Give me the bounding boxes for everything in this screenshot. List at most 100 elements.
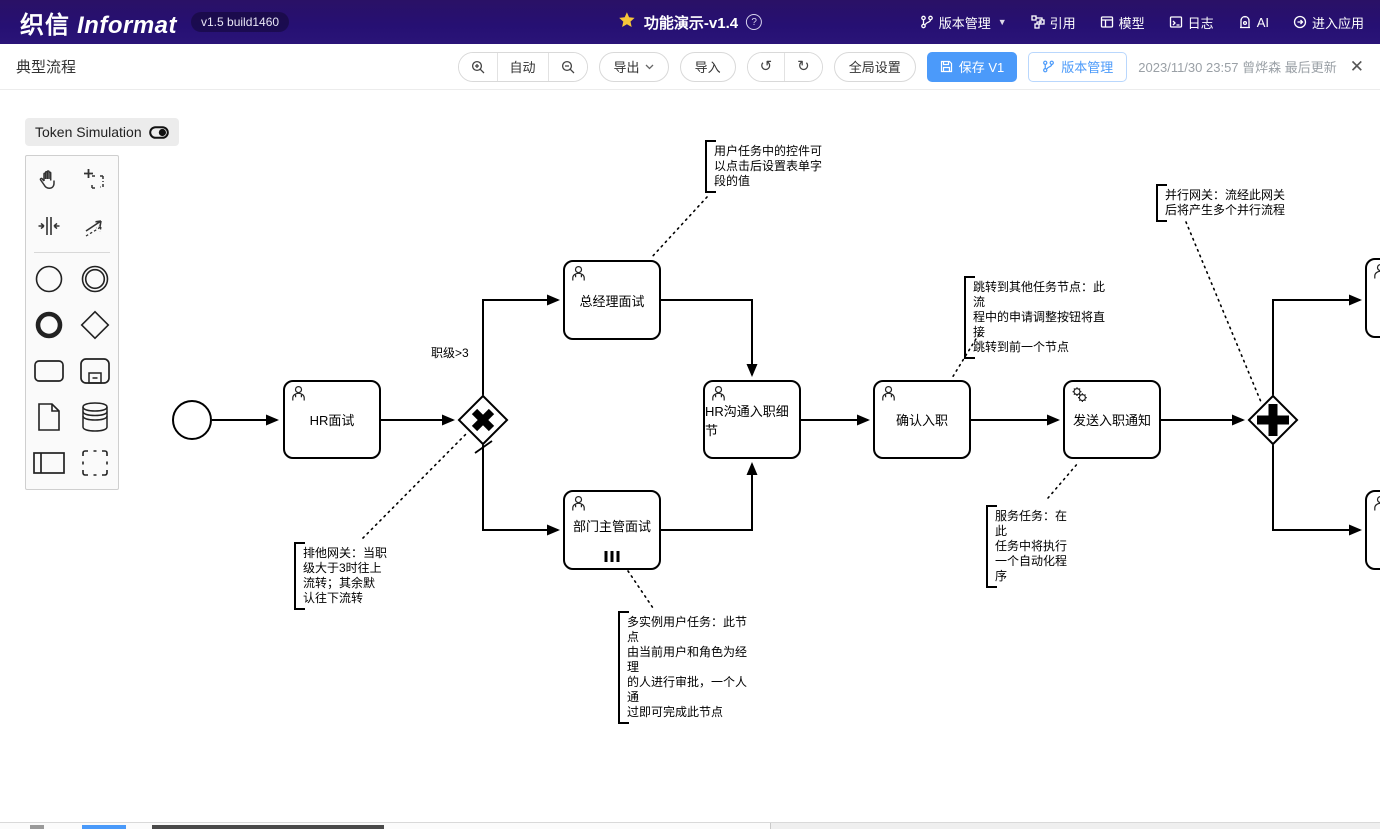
task-send-notice[interactable]: 发送入职通知 — [1063, 380, 1161, 459]
undo-redo-group: ↺ ↻ — [746, 51, 823, 82]
task-hr-communicate[interactable]: HR沟通入职细节 — [703, 380, 801, 459]
token-simulation-label: Token Simulation — [35, 124, 142, 140]
top-navbar: 织信 Informat v1.5 build1460 功能演示-v1.4 ? 版… — [0, 0, 1380, 44]
star-icon — [618, 11, 636, 34]
save-label: 保存 V1 — [958, 60, 1005, 75]
close-icon[interactable]: ✕ — [1349, 56, 1364, 76]
bpmn-canvas[interactable]: Token Simulation — [0, 90, 1380, 829]
zoom-auto-button[interactable]: 自动 — [496, 52, 548, 81]
bottom-panel-clipped — [0, 822, 1380, 829]
navbar-menu: 版本管理 ▼ 引用 模型 日志 AI — [920, 13, 1364, 32]
redo-button[interactable]: ↻ — [784, 52, 822, 81]
user-icon — [880, 385, 897, 405]
clipped-glyphs — [30, 825, 44, 829]
export-button[interactable]: 导出 — [598, 51, 669, 82]
create-participant[interactable] — [32, 447, 66, 479]
task-hr-interview[interactable]: HR面试 — [283, 380, 381, 459]
export-label: 导出 — [613, 60, 640, 75]
lasso-tool[interactable] — [78, 164, 112, 196]
create-task[interactable] — [32, 355, 66, 387]
start-event[interactable] — [172, 400, 212, 440]
task-dept-manager-interview[interactable]: 部门主管面试 — [563, 490, 661, 570]
log-terminal-icon — [1169, 15, 1183, 29]
space-tool[interactable] — [32, 210, 66, 242]
nav-enter-app[interactable]: 进入应用 — [1293, 13, 1364, 32]
user-icon — [570, 265, 587, 285]
build-version-badge: v1.5 build1460 — [191, 12, 290, 32]
clipped-glyphs — [152, 825, 384, 829]
exclusive-gateway[interactable] — [457, 394, 509, 446]
nav-reference[interactable]: 引用 — [1030, 13, 1076, 32]
element-palette — [25, 155, 119, 490]
annotation-parallel-gateway[interactable]: 并行网关：流经此网关 后将产生多个并行流程 — [1156, 184, 1290, 222]
chevron-down-icon: ▼ — [997, 17, 1007, 27]
create-start-event[interactable] — [32, 263, 66, 295]
chevron-down-icon — [645, 64, 654, 69]
clipped-glyphs — [82, 825, 126, 829]
enter-app-icon — [1293, 15, 1307, 29]
toggle-icon — [148, 125, 169, 139]
task-label: 确认入职 — [895, 413, 948, 428]
nav-log-label: 日志 — [1187, 15, 1214, 31]
task-clipped-bottom[interactable] — [1365, 490, 1380, 570]
zoom-control-group: 自动 — [457, 51, 588, 82]
nav-model[interactable]: 模型 — [1100, 13, 1145, 32]
nav-version-label: 版本管理 — [938, 15, 991, 31]
logo-en: Informat — [77, 11, 177, 39]
create-intermediate-event[interactable] — [78, 263, 112, 295]
annotation-service-task[interactable]: 服务任务：在此 任务中将执行 一个自动化程序 — [986, 505, 1078, 588]
branch-icon — [920, 15, 934, 29]
clipped-divider — [770, 823, 771, 829]
create-gateway[interactable] — [78, 309, 112, 341]
version-manage-label: 版本管理 — [1061, 60, 1114, 75]
zoom-out-button[interactable] — [547, 52, 587, 81]
nav-log[interactable]: 日志 — [1169, 13, 1214, 32]
task-clipped-top[interactable] — [1365, 258, 1380, 338]
annotation-multi-instance[interactable]: 多实例用户任务：此节点 由当前用户和角色为经理 的人进行审批，一个人通 过即可完… — [618, 611, 758, 724]
annotation-exclusive-gateway[interactable]: 排他网关：当职 级大于3时往上 流转；其余默 认往下流转 — [294, 542, 389, 610]
task-label: HR面试 — [309, 413, 355, 428]
ai-badge-icon — [1238, 15, 1252, 29]
create-data-object[interactable] — [32, 401, 66, 433]
annotation-user-task[interactable]: 用户任务中的控件可 以点击后设置表单字 段的值 — [705, 140, 829, 193]
help-icon[interactable]: ? — [746, 14, 763, 30]
token-simulation-toggle[interactable]: Token Simulation — [25, 118, 179, 146]
create-group[interactable] — [78, 447, 112, 479]
multi-instance-marker-icon — [604, 551, 620, 562]
task-label: 部门主管面试 — [572, 518, 651, 534]
zoom-in-button[interactable] — [458, 52, 497, 81]
version-manage-button[interactable]: 版本管理 — [1028, 51, 1128, 82]
user-icon — [570, 495, 587, 515]
user-icon — [290, 385, 307, 405]
task-confirm-onboard[interactable]: 确认入职 — [873, 380, 971, 459]
model-icon — [1100, 15, 1114, 29]
plus-marker-icon — [1257, 404, 1289, 436]
last-updated-text: 2023/11/30 23:57 曾烨森 最后更新 — [1138, 60, 1337, 75]
task-gm-interview[interactable]: 总经理面试 — [563, 260, 661, 340]
create-data-store[interactable] — [78, 401, 112, 433]
app-logo[interactable]: 织信 Informat — [20, 5, 177, 40]
logo-cn: 织信 — [20, 11, 70, 39]
global-connect-tool[interactable] — [78, 210, 112, 242]
import-button[interactable]: 导入 — [679, 51, 736, 82]
user-icon — [1372, 495, 1380, 515]
nav-ai[interactable]: AI — [1238, 15, 1269, 30]
flow-condition-label: 职级>3 — [431, 346, 469, 360]
redo-icon: ↻ — [797, 58, 810, 75]
editor-toolbar: 典型流程 自动 导出 导入 ↺ ↻ 全局设置 保存 V1 版本管理 — [0, 44, 1380, 90]
parallel-gateway[interactable] — [1247, 394, 1299, 446]
global-settings-button[interactable]: 全局设置 — [833, 51, 916, 82]
undo-button[interactable]: ↺ — [747, 52, 785, 81]
reference-icon — [1030, 15, 1045, 29]
task-label: 发送入职通知 — [1072, 413, 1151, 428]
create-end-event[interactable] — [32, 309, 66, 341]
task-label: 总经理面试 — [579, 293, 645, 309]
nav-enter-app-label: 进入应用 — [1311, 15, 1364, 31]
hand-tool[interactable] — [32, 164, 66, 196]
task-label: HR沟通入职细节 — [705, 403, 789, 438]
nav-version-manage[interactable]: 版本管理 ▼ — [920, 13, 1007, 32]
x-marker-icon — [471, 408, 495, 432]
save-button[interactable]: 保存 V1 — [926, 51, 1018, 82]
create-subprocess[interactable] — [78, 355, 112, 387]
annotation-jump-node[interactable]: 跳转到其他任务节点：此流 程中的申请调整按钮将直接 跳转到前一个节点 — [964, 276, 1116, 359]
